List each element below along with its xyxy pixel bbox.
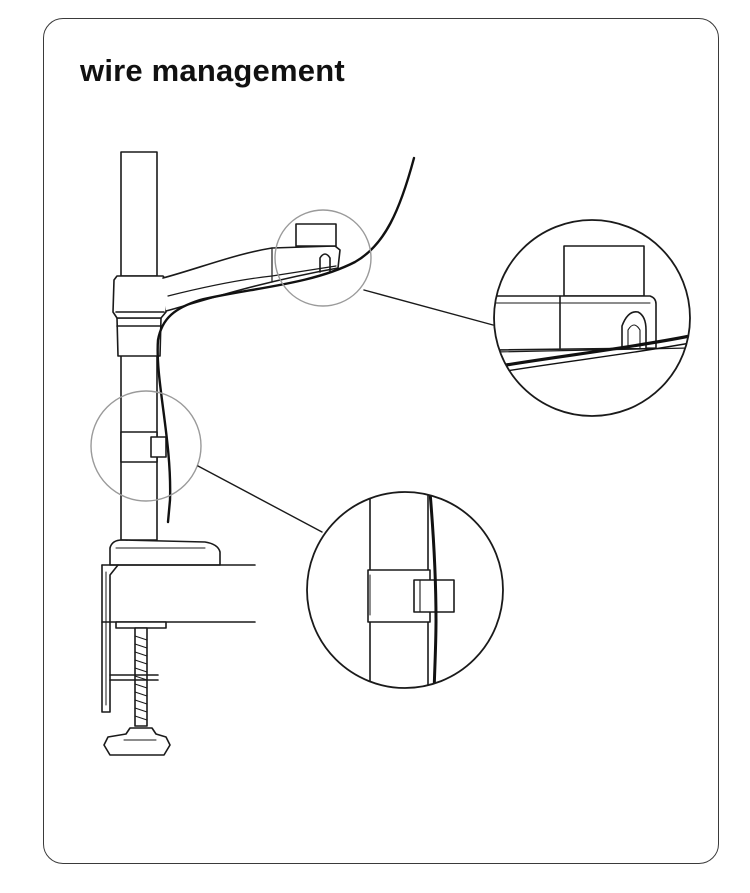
c-clamp xyxy=(101,564,119,713)
detail-cable xyxy=(428,492,438,688)
detail-pole-cable-clip xyxy=(306,491,504,689)
callout-marker-arm xyxy=(274,209,372,307)
monitor-mount-illustration xyxy=(101,151,416,756)
page-title: wire management xyxy=(80,53,345,88)
clamp-base xyxy=(109,539,221,566)
cable-clip-icon xyxy=(621,310,647,349)
detail-arm-cable-clip xyxy=(493,219,691,417)
leader-line-pole xyxy=(197,465,323,533)
clamp-knob xyxy=(103,727,171,756)
callout-marker-pole xyxy=(90,390,202,502)
arm-joint xyxy=(112,275,169,319)
pole-collar xyxy=(116,317,162,357)
arm-clip-small xyxy=(319,253,331,273)
leader-line-arm xyxy=(363,289,494,326)
cable xyxy=(156,156,416,524)
clamp-plate xyxy=(115,621,167,629)
pole xyxy=(120,151,158,277)
vesa-head xyxy=(295,223,337,247)
